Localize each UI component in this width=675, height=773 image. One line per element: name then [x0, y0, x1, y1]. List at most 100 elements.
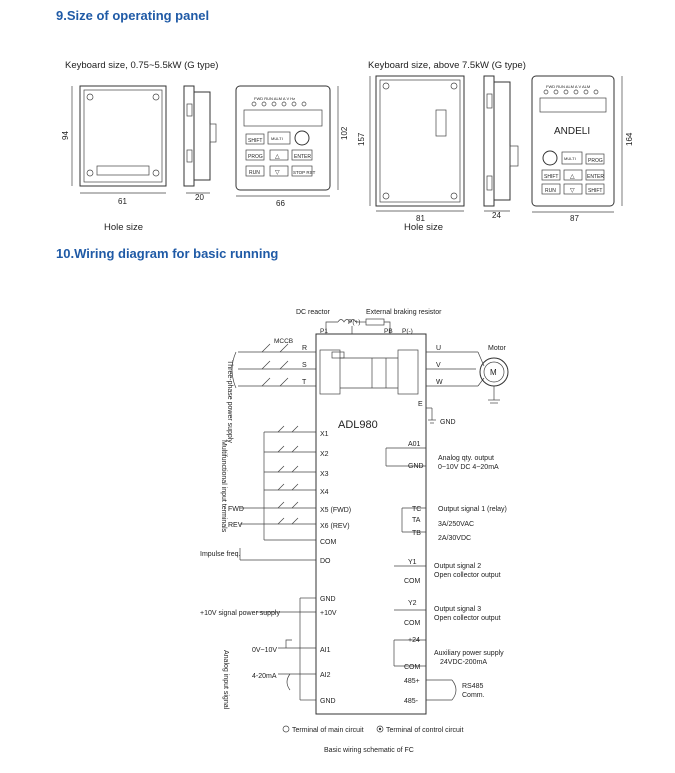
- terminal-y2: Y2: [408, 600, 417, 607]
- diagram-caption: Basic wiring schematic of FC: [324, 747, 414, 754]
- panel-small-key-multi: MULTI: [271, 136, 283, 141]
- terminal-a01: A01: [408, 441, 421, 448]
- rs485-label-1: RS485: [462, 683, 484, 690]
- terminal-ai1: AI1: [320, 647, 331, 654]
- rs485-label-2: Comm.: [462, 692, 485, 699]
- output2-label-2: Open collector output: [434, 572, 501, 579]
- fwd-label: FWD: [228, 506, 244, 513]
- panel-small-side: [183, 85, 217, 194]
- terminal-com-y1: COM: [404, 578, 421, 585]
- terminal-e: E: [418, 401, 423, 408]
- power-supply-label: Three-phase power supply: [226, 360, 233, 443]
- impulse-label: Impulse freq.: [200, 551, 241, 558]
- relay-label-1: Output signal 1 (relay): [438, 506, 507, 513]
- analog-out-label-2: 0~10V DC 4~20mA: [438, 464, 499, 471]
- terminal-y1: Y1: [408, 559, 417, 566]
- terminal-v: V: [436, 362, 441, 369]
- terminal-tb: TB: [412, 530, 421, 537]
- terminal-ai2: AI2: [320, 672, 331, 679]
- terminal-x5: X5 (FWD): [320, 507, 351, 514]
- mccb-label: MCCB: [274, 338, 293, 345]
- terminal-10v: +10V: [320, 610, 337, 617]
- terminal-x3: X3: [320, 471, 329, 478]
- legend-main-icon: [282, 725, 290, 733]
- terminal-tc: TC: [412, 506, 421, 513]
- terminal-u: U: [436, 345, 441, 352]
- panel-small-front: [235, 85, 339, 197]
- section-9-title: 9.Size of operating panel: [56, 8, 210, 23]
- analog-input-label: Analog input signal: [222, 650, 229, 710]
- terminal-gnd3: GND: [408, 463, 424, 470]
- multi-inputs-label: Multifunctional input terminals: [220, 440, 227, 533]
- legend-main-label: Terminal of main circuit: [292, 727, 364, 734]
- svg-text:▽: ▽: [570, 188, 575, 194]
- terminal-s: S: [302, 362, 307, 369]
- p-minus-label: P(-): [402, 328, 413, 335]
- panel-large-key-prog: PROG: [588, 158, 603, 164]
- terminal-24v: +24: [408, 637, 420, 644]
- panel-large-key-run: RUN: [545, 188, 556, 194]
- legend-control-label: Terminal of control circuit: [386, 727, 463, 734]
- ma420-label: 4-20mA: [252, 673, 277, 680]
- hole-size-label-small: Hole size: [104, 222, 144, 233]
- panel-small-key-shift: SHIFT: [248, 138, 262, 144]
- earth-gnd-label: GND: [440, 419, 456, 426]
- aux-power-label-2: 24VDC-200mA: [440, 659, 487, 666]
- terminal-com-y2: COM: [404, 620, 421, 627]
- section-10-title: 10.Wiring diagram for basic running: [56, 246, 279, 261]
- terminal-com-24v: COM: [404, 664, 421, 671]
- terminal-do: DO: [320, 558, 331, 565]
- terminal-r: R: [302, 345, 307, 352]
- analog-out-label-1: Analog qty. output: [438, 455, 494, 462]
- panel-large-key-shift2: SHIFT: [588, 188, 602, 194]
- dim-small-front-height: 102: [340, 126, 349, 140]
- panel-large-front: [531, 75, 623, 213]
- terminal-com: COM: [320, 539, 337, 546]
- panel-small-key-stop: STOP RST: [293, 170, 316, 175]
- panel-large-leds: FWD RUN ALM A V ALM: [546, 84, 590, 89]
- svg-text:△: △: [570, 174, 575, 180]
- motor-label: Motor: [488, 345, 507, 352]
- dim-large-height: 157: [357, 132, 366, 146]
- p-plus-label: P(+): [348, 319, 360, 326]
- terminal-w: W: [436, 379, 443, 386]
- terminal-x1: X1: [320, 431, 329, 438]
- panel-large-side: [483, 75, 519, 212]
- panel-small-key-prog: PROG: [248, 154, 263, 160]
- terminal-485-minus: 485-: [404, 698, 419, 705]
- panel-large-key-multi: MULTI: [564, 156, 576, 161]
- svg-text:△: △: [275, 154, 280, 160]
- dim-large-width: 81: [416, 214, 425, 223]
- panel-large-label: Keyboard size, above 7.5kW (G type): [368, 60, 526, 71]
- output3-label-2: Open collector output: [434, 615, 501, 622]
- braking-resistor-label: External braking resistor: [366, 309, 442, 316]
- dim-small-height: 94: [61, 131, 70, 140]
- legend-control-icon: [376, 725, 384, 733]
- dim-small-width: 61: [118, 197, 127, 206]
- inverter-model: ADL980: [338, 419, 378, 431]
- dim-large-front-height: 164: [625, 132, 634, 146]
- dim-large-front-width: 87: [570, 214, 579, 223]
- hole-size-label-large: Hole size: [404, 222, 444, 233]
- p1-label: P1: [320, 328, 328, 335]
- relay-label-2: 3A/250VAC: [438, 521, 474, 528]
- terminal-x6: X6 (REV): [320, 523, 350, 530]
- terminal-gnd2: GND: [320, 698, 336, 705]
- terminal-ta: TA: [412, 517, 421, 524]
- panel-large-key-shift: SHIFT: [544, 174, 558, 180]
- panel-small-key-enter: ENTER: [294, 154, 311, 160]
- panel-large-brand: ANDELI: [554, 126, 590, 137]
- terminal-x2: X2: [320, 451, 329, 458]
- relay-label-3: 2A/30VDC: [438, 535, 471, 542]
- dim-small-front-width: 66: [276, 199, 285, 208]
- pb-label: PB: [384, 328, 393, 335]
- output2-label-1: Output signal 2: [434, 563, 481, 570]
- terminal-t: T: [302, 379, 307, 386]
- dc-reactor-label: DC reactor: [296, 309, 331, 316]
- panel-small-key-run: RUN: [249, 170, 260, 176]
- output3-label-1: Output signal 3: [434, 606, 481, 613]
- motor-symbol: M: [490, 368, 497, 377]
- panel-large-key-enter: ENTER: [587, 174, 604, 180]
- terminal-x4: X4: [320, 489, 329, 496]
- v010-label: 0V~10V: [252, 647, 277, 654]
